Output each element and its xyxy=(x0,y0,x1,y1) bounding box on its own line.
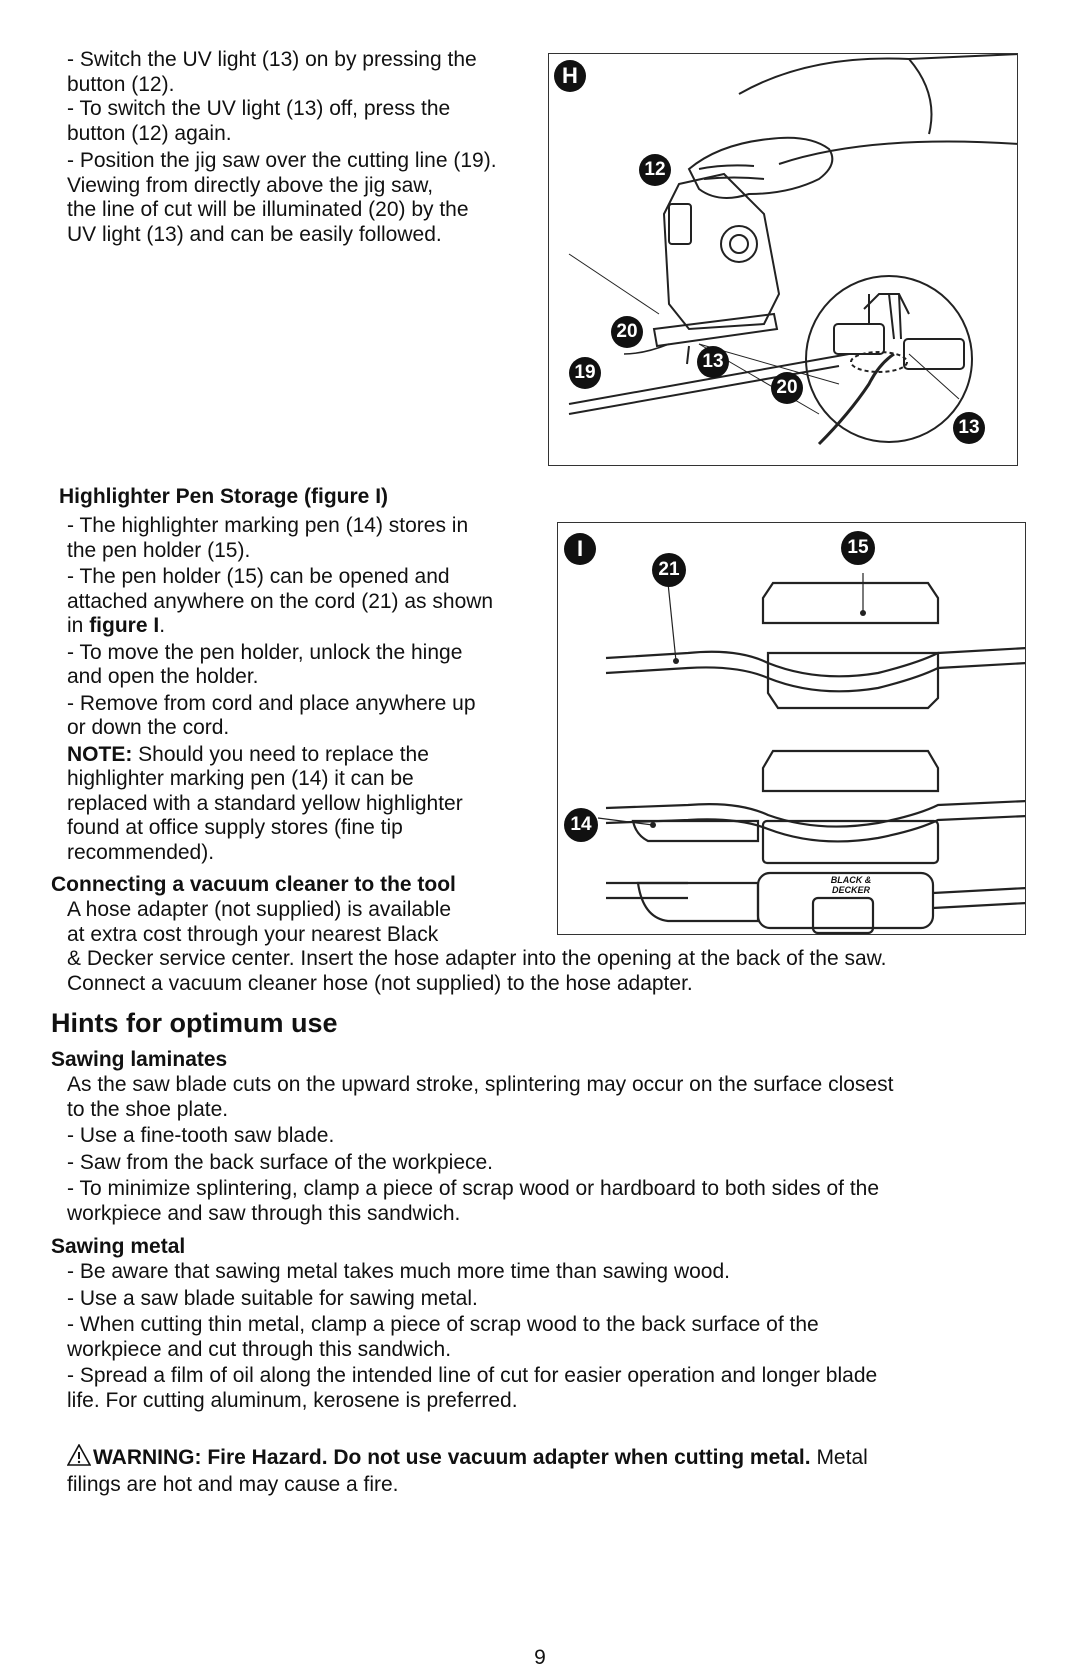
note-label: NOTE: xyxy=(67,742,133,766)
pen-line-13: found at office supply stores (fine tip xyxy=(67,816,403,839)
jigsaw-drawing xyxy=(568,54,1017,446)
sawing-laminates-text: As the saw blade cuts on the upward stro… xyxy=(67,1073,893,1226)
laminates-line-3: - Use a fine-tooth saw blade. xyxy=(67,1124,335,1147)
pen-line-6: - To move the pen holder, unlock the hin… xyxy=(67,640,463,664)
pen-line-11: highlighter marking pen (14) it can be xyxy=(67,767,414,790)
callout-12: 12 xyxy=(639,154,671,186)
figure-h-jigsaw-illustration: H 12 20 19 13 20 13 xyxy=(548,53,1018,466)
metal-line-4: workpiece and cut through this sandwich. xyxy=(67,1337,452,1361)
figure-i-reference: figure I xyxy=(89,614,160,637)
metal-line-1: - Be aware that sawing metal takes much … xyxy=(67,1260,730,1283)
warning-line-2: filings are hot and may cause a fire. xyxy=(67,1472,399,1496)
pen-line-3: - The pen holder (15) can be opened and xyxy=(67,565,450,588)
note-text: Should you need to replace the xyxy=(132,742,429,766)
pen-line-5-pre: in xyxy=(67,614,90,637)
uv-line-2: button (12). xyxy=(67,72,175,96)
sawing-laminates-heading: Sawing laminates xyxy=(51,1048,228,1071)
vacuum-line-4: Connect a vacuum cleaner hose (not suppl… xyxy=(67,971,693,995)
pen-line-9: or down the cord. xyxy=(67,716,230,739)
figure-i-label: I xyxy=(564,533,596,565)
vacuum-line-3: & Decker service center. Insert the hose… xyxy=(67,947,887,970)
callout-20-right: 20 xyxy=(771,372,803,404)
figure-i-pen-holder-illustration: BLACK & DECKER I 21 15 14 xyxy=(557,522,1026,935)
metal-line-6: life. For cutting aluminum, kerosene is … xyxy=(67,1388,518,1412)
warning-line-1: WARNING: Fire Hazard. Do not use vacuum … xyxy=(66,1443,868,1473)
uv-line-3: - To switch the UV light (13) off, press… xyxy=(67,97,451,120)
laminates-line-6: workpiece and saw through this sandwich. xyxy=(67,1201,461,1225)
sawing-metal-text: - Be aware that sawing metal takes much … xyxy=(67,1260,877,1413)
warning-rest-text: Metal xyxy=(810,1446,868,1469)
uv-light-instructions: - Switch the UV light (13) on by pressin… xyxy=(67,48,552,247)
figure-h-label: H xyxy=(554,60,586,92)
metal-line-3: - When cutting thin metal, clamp a piece… xyxy=(67,1313,819,1336)
pen-line-5: in figure I. xyxy=(67,614,557,639)
uv-line-7: the line of cut will be illuminated (20)… xyxy=(67,198,469,221)
callout-21: 21 xyxy=(652,553,686,587)
vacuum-heading: Connecting a vacuum cleaner to the tool xyxy=(51,873,456,896)
pen-line-1: - The highlighter marking pen (14) store… xyxy=(67,514,469,537)
pen-holder-drawing xyxy=(597,573,1025,934)
warning-bold-text: WARNING: Fire Hazard. Do not use vacuum … xyxy=(93,1446,811,1469)
warning-triangle-icon xyxy=(66,1443,92,1473)
brand-logo: BLACK & DECKER xyxy=(830,875,872,895)
callout-20-left: 20 xyxy=(611,316,643,348)
pen-note-line: NOTE: Should you need to replace the xyxy=(67,743,557,768)
pen-storage-instructions: - The highlighter marking pen (14) store… xyxy=(67,514,557,865)
pen-line-14: recommended). xyxy=(67,840,215,864)
uv-line-5: - Position the jig saw over the cutting … xyxy=(67,149,497,172)
pen-line-12: replaced with a standard yellow highligh… xyxy=(67,791,463,815)
laminates-line-4: - Saw from the back surface of the workp… xyxy=(67,1150,494,1174)
callout-14: 14 xyxy=(564,808,598,842)
uv-line-6: Viewing from directly above the jig saw, xyxy=(67,173,434,197)
vacuum-instructions: A hose adapter (not supplied) is availab… xyxy=(67,898,887,996)
pen-storage-heading: Highlighter Pen Storage (figure I) xyxy=(59,485,389,508)
callout-15: 15 xyxy=(841,531,875,565)
uv-line-4: button (12) again. xyxy=(67,121,232,145)
uv-line-1: - Switch the UV light (13) on by pressin… xyxy=(67,48,477,71)
sawing-metal-heading: Sawing metal xyxy=(51,1235,186,1258)
metal-line-5: - Spread a film of oil along the intende… xyxy=(67,1364,878,1387)
pen-line-7: and open the holder. xyxy=(67,665,259,688)
vacuum-line-1: A hose adapter (not supplied) is availab… xyxy=(67,898,452,921)
page-number: 9 xyxy=(534,1646,546,1669)
metal-line-2: - Use a saw blade suitable for sawing me… xyxy=(67,1286,478,1310)
vacuum-line-2: at extra cost through your nearest Black xyxy=(67,922,439,946)
pen-line-5-post: . xyxy=(159,614,166,637)
uv-line-8: UV light (13) and can be easily followed… xyxy=(67,222,442,246)
pen-line-4: attached anywhere on the cord (21) as sh… xyxy=(67,589,494,613)
pen-line-8: - Remove from cord and place anywhere up xyxy=(67,691,476,715)
hints-heading: Hints for optimum use xyxy=(51,1008,338,1038)
laminates-line-5: - To minimize splintering, clamp a piece… xyxy=(67,1177,880,1200)
pen-line-2: the pen holder (15). xyxy=(67,538,251,562)
callout-13-left: 13 xyxy=(697,346,729,378)
laminates-line-1: As the saw blade cuts on the upward stro… xyxy=(67,1073,894,1096)
laminates-line-2: to the shoe plate. xyxy=(67,1097,229,1121)
fire-hazard-warning: WARNING: Fire Hazard. Do not use vacuum … xyxy=(66,1443,868,1497)
callout-19: 19 xyxy=(569,357,601,389)
callout-13-right: 13 xyxy=(953,412,985,444)
